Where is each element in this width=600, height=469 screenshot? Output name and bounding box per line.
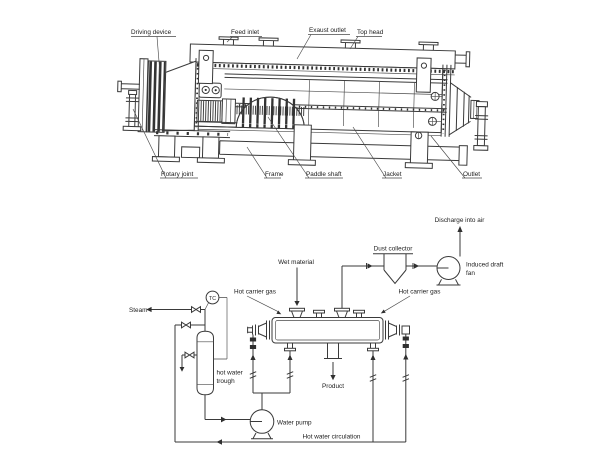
rotary-joint-pipe xyxy=(117,80,142,132)
label-feed-inlet: Feed inlet xyxy=(226,29,262,43)
process-flow-diagram: Dust collector Induced draft fan Dischar… xyxy=(129,217,504,445)
induced-draft-fan: Induced draft fan xyxy=(436,256,504,286)
product-outlet: Product xyxy=(322,343,344,390)
steam-line: Steam xyxy=(129,305,206,332)
label-jacket: Jacket xyxy=(352,126,402,179)
svg-text:Water pump: Water pump xyxy=(277,420,312,427)
label-frame: Frame xyxy=(246,146,284,179)
svg-text:Rotary joint: Rotary joint xyxy=(161,171,194,178)
label-driving-device: Driving device xyxy=(131,29,176,75)
machine-elevation-drawing: Driving device Feed inlet Exaust outlet … xyxy=(117,27,489,179)
svg-text:Product: Product xyxy=(322,383,344,390)
svg-text:Hot carrier gas: Hot carrier gas xyxy=(399,289,441,296)
svg-text:Induced draft: Induced draft xyxy=(466,262,504,269)
drive-assembly xyxy=(137,58,237,164)
label-rotary-joint: Rotary joint xyxy=(132,108,198,179)
svg-text:Exaust outlet: Exaust outlet xyxy=(309,27,346,34)
machine-frame xyxy=(219,124,468,169)
temperature-controller: TC xyxy=(204,290,228,360)
hot-water-trough: hot water trough xyxy=(179,330,244,396)
svg-text:Hot water circulation: Hot water circulation xyxy=(303,434,361,441)
label-outlet: Outlet xyxy=(430,135,482,179)
dust-collector: Dust collector xyxy=(373,246,414,285)
machine-right-end xyxy=(414,82,489,151)
svg-text:fan: fan xyxy=(466,270,475,277)
svg-text:Dust collector: Dust collector xyxy=(374,246,414,253)
svg-text:Paddle shaft: Paddle shaft xyxy=(306,171,342,178)
hot-water-piping: Hot water circulation xyxy=(174,325,410,445)
svg-text:Driving device: Driving device xyxy=(131,29,172,36)
label-exaust-outlet: Exaust outlet xyxy=(296,27,350,60)
svg-text:Steam: Steam xyxy=(129,307,147,314)
svg-text:Frame: Frame xyxy=(265,171,284,178)
hot-carrier-gas-left: Hot carrier gas xyxy=(234,289,282,315)
dryer-vessel xyxy=(247,307,410,352)
machine-body xyxy=(117,36,489,169)
discharge-stack: Discharge into air xyxy=(435,217,486,257)
top-head-nozzles xyxy=(218,36,471,68)
svg-text:Hot carrier gas: Hot carrier gas xyxy=(234,289,276,296)
svg-text:Outlet: Outlet xyxy=(463,171,480,178)
water-pump: Water pump xyxy=(204,394,312,440)
exhaust-gas-line xyxy=(341,263,437,308)
svg-text:TC: TC xyxy=(209,296,216,302)
label-paddle-shaft: Paddle shaft xyxy=(267,116,343,179)
wet-material-feed: Wet material xyxy=(278,259,314,306)
svg-text:hot water: hot water xyxy=(217,370,244,377)
lifting-brackets xyxy=(197,49,432,93)
machine-labels: Driving device Feed inlet Exaust outlet … xyxy=(131,27,482,179)
paddle-shaft-cutaway xyxy=(229,96,305,130)
svg-text:Feed inlet: Feed inlet xyxy=(231,29,259,36)
svg-text:Discharge into air: Discharge into air xyxy=(435,217,486,224)
label-top-head: Top head xyxy=(349,29,384,50)
svg-text:Jacket: Jacket xyxy=(383,171,402,178)
svg-text:trough: trough xyxy=(217,378,236,385)
hot-carrier-gas-right: Hot carrier gas xyxy=(380,289,441,314)
svg-text:Top head: Top head xyxy=(357,29,384,36)
svg-text:Wet material: Wet material xyxy=(278,259,314,266)
